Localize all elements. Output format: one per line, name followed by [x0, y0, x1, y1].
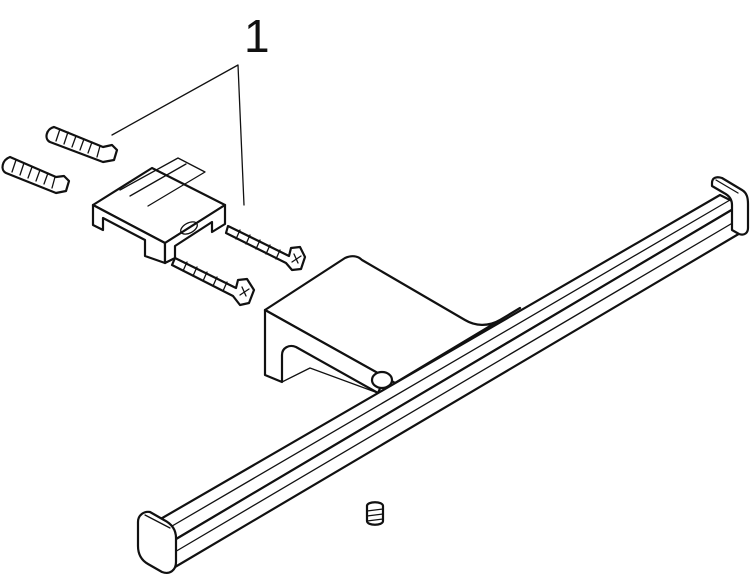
set-screw [365, 501, 385, 526]
end-cap-left [136, 510, 178, 574]
wall-anchor-lower [1, 155, 71, 195]
holder-body [263, 255, 522, 395]
wall-anchor-upper [45, 125, 119, 164]
callout-number: 1 [244, 10, 270, 62]
screw-upper [224, 224, 307, 272]
mounting-bracket [91, 157, 227, 265]
screw-lower [170, 256, 256, 307]
rail-bar [143, 193, 744, 572]
callout-leader-lines [111, 64, 245, 206]
end-cap-right [710, 176, 750, 236]
